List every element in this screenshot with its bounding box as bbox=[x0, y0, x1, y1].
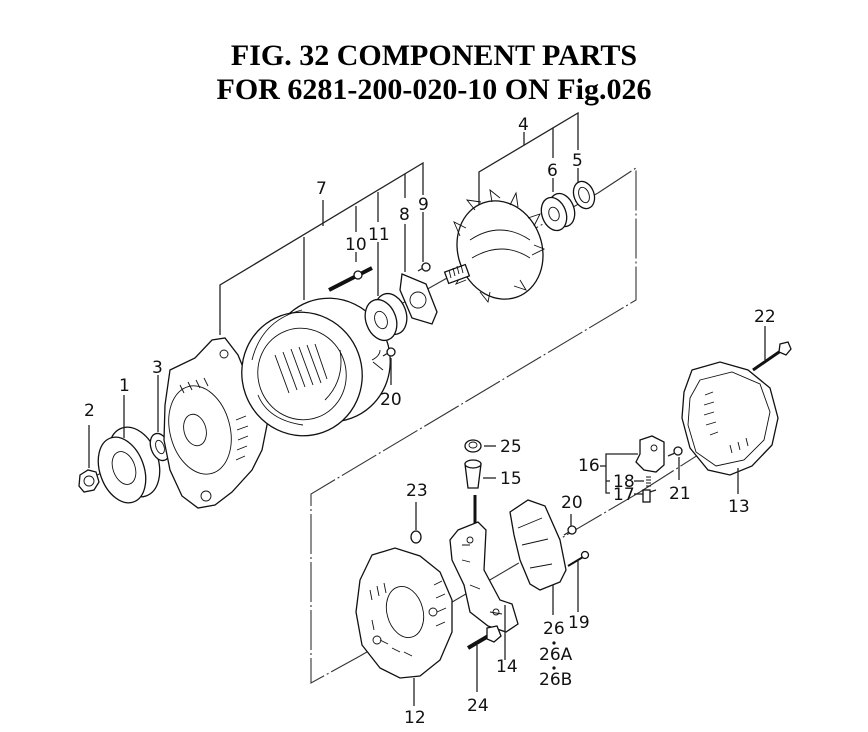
alt-dot-2 bbox=[552, 666, 556, 670]
callout-13: 13 bbox=[728, 497, 750, 517]
part-2-nut bbox=[78, 425, 100, 493]
alt-dot-1 bbox=[552, 641, 556, 645]
part-26-regulator bbox=[509, 499, 567, 615]
figure-title-line-2: FOR 6281-200-020-10 ON Fig.026 bbox=[216, 73, 652, 106]
part-1-pulley bbox=[97, 395, 161, 504]
part-20-screw-lower bbox=[563, 514, 577, 536]
part-17-brush bbox=[642, 489, 657, 503]
callout-21: 21 bbox=[669, 484, 691, 504]
part-4-rotor bbox=[443, 188, 546, 304]
part-24-bolt bbox=[466, 625, 502, 692]
callout-26: 26 bbox=[543, 619, 565, 639]
part-7-stator bbox=[241, 297, 391, 437]
part-25-nut bbox=[464, 439, 496, 453]
callout-19: 19 bbox=[568, 613, 590, 633]
part-19-screw bbox=[567, 550, 590, 612]
callout-9: 9 bbox=[418, 195, 429, 215]
part-16-brush-holder bbox=[600, 435, 665, 495]
figure-title-line-1: FIG. 32 COMPONENT PARTS bbox=[230, 39, 638, 72]
part-21-screw bbox=[667, 446, 683, 480]
callout-17: 17 bbox=[613, 485, 635, 505]
part-23-nut bbox=[410, 502, 422, 544]
part-13-rear-cover bbox=[681, 361, 779, 494]
callout-2: 2 bbox=[84, 401, 95, 421]
callout-7: 7 bbox=[316, 179, 327, 199]
callout-18: 18 bbox=[613, 472, 635, 492]
callout-15: 15 bbox=[500, 469, 522, 489]
callout-3: 3 bbox=[152, 358, 163, 378]
part-9-screw bbox=[417, 262, 431, 272]
part-10-stud-bolt bbox=[328, 266, 373, 292]
callout-8: 8 bbox=[399, 205, 410, 225]
part-6-bearing bbox=[540, 192, 576, 232]
part-20-screw-upper bbox=[382, 347, 396, 385]
callout-16: 16 bbox=[578, 456, 600, 476]
callout-20-upper: 20 bbox=[380, 390, 402, 410]
part-18-spring bbox=[646, 476, 651, 487]
callout-22: 22 bbox=[754, 307, 776, 327]
part-14-rectifier bbox=[449, 495, 519, 660]
part-8-retainer-plate bbox=[399, 273, 438, 325]
callout-1: 1 bbox=[119, 376, 130, 396]
callout-23: 23 bbox=[406, 481, 428, 501]
callout-6: 6 bbox=[547, 161, 558, 181]
part-22-through-bolt bbox=[752, 326, 792, 372]
callout-26b: 26B bbox=[539, 670, 572, 690]
callout-12: 12 bbox=[404, 708, 426, 728]
callout-11: 11 bbox=[368, 225, 390, 245]
callout-5: 5 bbox=[572, 151, 583, 171]
leader-bracket-7 bbox=[219, 161, 424, 335]
part-5-bearing-cover bbox=[572, 180, 596, 210]
callout-26a: 26A bbox=[539, 645, 573, 665]
callout-24: 24 bbox=[467, 696, 489, 716]
callout-14: 14 bbox=[496, 657, 518, 677]
part-11-bearing bbox=[364, 292, 408, 342]
callout-10: 10 bbox=[345, 235, 367, 255]
callout-20-lower: 20 bbox=[561, 493, 583, 513]
part-12-rear-housing bbox=[355, 547, 453, 706]
callout-labels: 2 1 3 7 10 11 8 9 4 6 5 20 22 13 16 18 1… bbox=[84, 115, 776, 728]
part-15-insulator bbox=[464, 459, 496, 489]
callout-25: 25 bbox=[500, 437, 522, 457]
callout-4: 4 bbox=[518, 115, 529, 135]
